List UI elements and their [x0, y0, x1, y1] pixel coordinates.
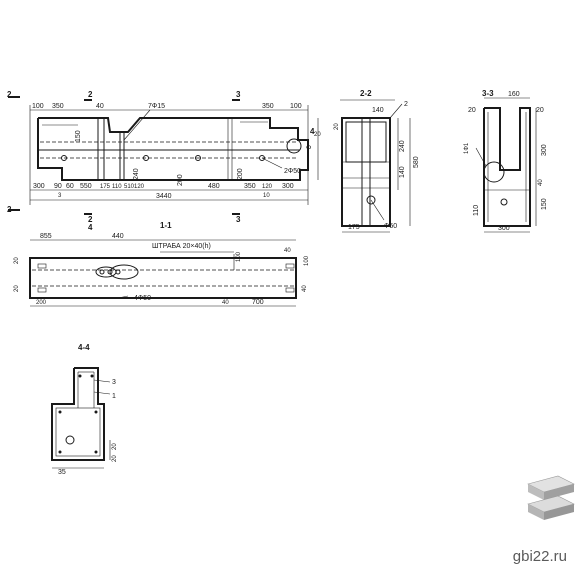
svg-text:350: 350: [244, 183, 256, 190]
svg-text:3: 3: [236, 215, 241, 224]
svg-text:2: 2: [88, 215, 93, 224]
svg-text:20: 20: [14, 257, 20, 264]
svg-text:240: 240: [133, 168, 140, 180]
svg-text:35: 35: [58, 469, 66, 476]
svg-text:1Ф1: 1Ф1: [464, 142, 470, 154]
plan-1-1: [29, 239, 297, 307]
svg-text:200: 200: [177, 174, 184, 186]
svg-text:40: 40: [284, 248, 291, 254]
svg-text:2Ф50: 2Ф50: [284, 168, 301, 175]
svg-text:40: 40: [302, 285, 308, 292]
svg-text:200: 200: [36, 300, 47, 306]
svg-text:2-2: 2-2: [360, 89, 372, 98]
svg-text:150: 150: [75, 130, 82, 142]
site-watermark: gbi22.ru: [512, 548, 567, 565]
svg-text:20: 20: [112, 455, 118, 462]
svg-text:20: 20: [536, 107, 544, 114]
svg-text:100: 100: [32, 103, 44, 110]
svg-text:300: 300: [33, 183, 45, 190]
svg-text:3: 3: [236, 90, 241, 99]
plan-1-1-labels: 1-1 855 440 ШТРАБА 20×40(h) 4Ф50 100 40 …: [14, 221, 310, 306]
svg-text:3440: 3440: [156, 193, 172, 200]
svg-text:60: 60: [66, 183, 74, 190]
elevation-labels: 2 2 2 2 3 3 4 4 100 350 40 150 350 100 3…: [7, 90, 321, 232]
svg-text:3: 3: [58, 193, 62, 199]
svg-text:2: 2: [7, 90, 12, 99]
svg-text:240: 240: [399, 140, 406, 152]
svg-text:1: 1: [112, 393, 116, 400]
svg-text:175: 175: [348, 224, 360, 231]
svg-text:300: 300: [541, 144, 548, 156]
section-2-2-labels: 2-2 140 2 20 240 140 580 175 Ф50: [334, 89, 420, 231]
svg-text:855: 855: [40, 233, 52, 240]
section-3-3-labels: 3-3 160 20 20 300 110 40 150 300 1Ф1: [464, 89, 548, 232]
svg-text:3-3: 3-3: [482, 89, 494, 98]
svg-text:350: 350: [262, 103, 274, 110]
svg-text:120: 120: [262, 184, 273, 190]
svg-text:300: 300: [282, 183, 294, 190]
svg-text:4Ф50: 4Ф50: [134, 295, 151, 302]
svg-text:550: 550: [80, 183, 92, 190]
svg-text:350: 350: [52, 103, 64, 110]
svg-text:7Ф15: 7Ф15: [148, 103, 165, 110]
gbi-logo: [527, 475, 575, 520]
svg-text:20: 20: [112, 443, 118, 450]
section-4-4-labels: 4-4 3 1 20 20 35: [58, 343, 118, 476]
svg-text:140: 140: [399, 166, 406, 178]
svg-text:40: 40: [96, 103, 104, 110]
section-2-2: [340, 99, 411, 233]
svg-text:2: 2: [7, 205, 12, 214]
svg-text:40: 40: [538, 179, 544, 186]
svg-text:20: 20: [334, 123, 340, 130]
svg-text:4: 4: [310, 127, 315, 136]
svg-text:4: 4: [88, 223, 93, 232]
svg-text:2: 2: [404, 101, 408, 108]
svg-text:Ф: Ф: [306, 145, 311, 152]
elevation-view: [8, 96, 319, 215]
svg-text:160: 160: [508, 91, 520, 98]
svg-text:110: 110: [112, 184, 122, 190]
section-4-4: [51, 367, 111, 469]
svg-text:20: 20: [314, 132, 321, 138]
section-3-3: [475, 97, 537, 233]
svg-text:90: 90: [54, 183, 62, 190]
svg-text:700: 700: [252, 299, 264, 306]
svg-text:100: 100: [290, 103, 302, 110]
svg-text:300: 300: [498, 225, 510, 232]
svg-text:ШТРАБА 20×40(h): ШТРАБА 20×40(h): [152, 243, 211, 250]
svg-text:100: 100: [304, 255, 310, 266]
svg-text:120: 120: [134, 184, 145, 190]
svg-text:4-4: 4-4: [78, 343, 90, 352]
svg-text:440: 440: [112, 233, 124, 240]
svg-text:20: 20: [468, 107, 476, 114]
svg-text:100: 100: [236, 251, 242, 262]
svg-text:175: 175: [100, 184, 111, 190]
svg-text:110: 110: [473, 205, 480, 216]
svg-text:200: 200: [237, 168, 244, 180]
svg-text:20: 20: [14, 285, 20, 292]
svg-text:140: 140: [372, 107, 384, 114]
svg-text:480: 480: [208, 183, 220, 190]
svg-text:1-1: 1-1: [160, 221, 172, 230]
svg-text:10: 10: [263, 193, 270, 199]
svg-text:150: 150: [541, 198, 548, 210]
svg-text:510: 510: [124, 184, 135, 190]
svg-text:Ф50: Ф50: [384, 223, 397, 230]
svg-text:40: 40: [222, 300, 229, 306]
svg-text:2: 2: [88, 90, 93, 99]
svg-text:580: 580: [413, 156, 420, 168]
svg-text:3: 3: [112, 379, 116, 386]
